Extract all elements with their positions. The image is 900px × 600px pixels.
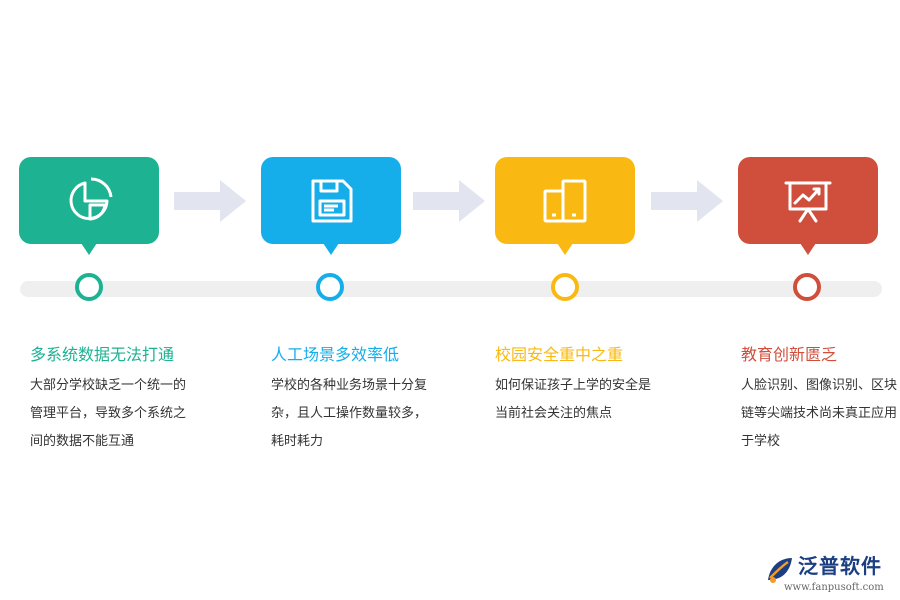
flow-arrow-3 [651,180,723,222]
step-2-card [261,157,401,255]
step-4-description: 人脸识别、图像识别、区块链等尖端技术尚未真正应用于学校 [741,378,898,449]
step-2-description: 学校的各种业务场景十分复杂，且人工操作数量较多，耗时耗力 [271,378,428,449]
step-1-title: 多系统数据无法打通 [30,345,175,364]
flow-arrow-1 [174,180,246,222]
step-3-title: 校园安全重中之重 [495,345,624,364]
timeline-track [20,281,882,297]
brand-url: www.fanpusoft.com [784,582,884,593]
floppy-disk-icon [311,179,353,222]
presentation-board-icon [784,181,832,222]
step-2-title: 人工场景多效率低 [271,345,400,364]
step-3-card [495,157,635,255]
step-4-title: 教育创新匮乏 [741,345,838,364]
timeline-dot-1 [75,273,103,301]
step-1-card [19,157,159,255]
brand-logo: 泛普软件 www.fanpusoft.com [764,552,894,598]
timeline-dot-4 [793,273,821,301]
tablet-devices-icon [543,179,587,222]
step-4-card [738,157,878,255]
brand-name: 泛普软件 [798,554,882,578]
pie-segments-icon [69,176,113,220]
timeline-dot-3 [551,273,579,301]
step-3-description: 如何保证孩子上学的安全是当前社会关注的焦点 [495,378,652,421]
leaf-logo-icon [768,558,792,583]
step-1-description: 大部分学校缺乏一个统一的管理平台，导致多个系统之间的数据不能互通 [30,378,187,449]
flow-arrow-2 [413,180,485,222]
timeline-dot-2 [316,273,344,301]
